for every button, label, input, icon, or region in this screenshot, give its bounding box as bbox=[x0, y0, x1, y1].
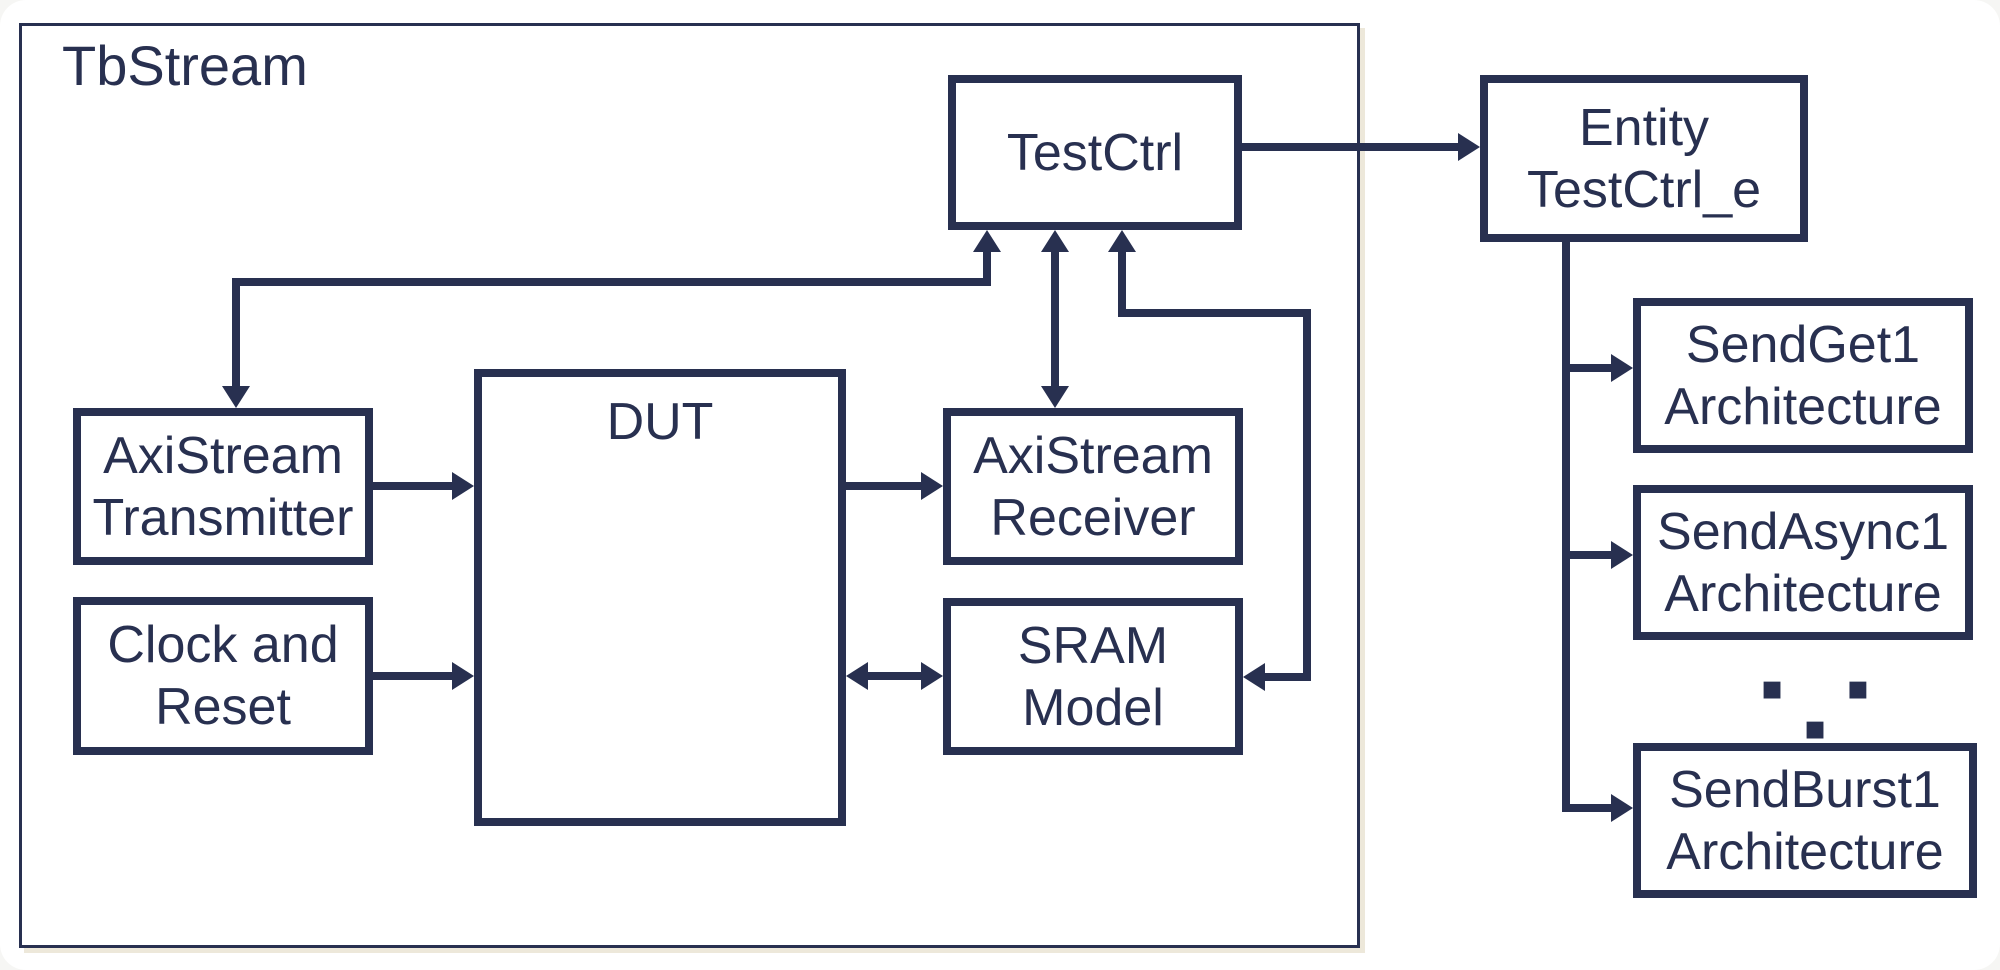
connector-testctrl-to-entity bbox=[1242, 143, 1458, 151]
connector-feedback-drop bbox=[232, 278, 240, 386]
node-clock-and-reset: Clock and Reset bbox=[73, 597, 373, 755]
connector-testctrl-receiver bbox=[1051, 252, 1059, 386]
node-sendasync1-line2: Architecture bbox=[1664, 564, 1942, 623]
connector-branch-sendget1 bbox=[1562, 364, 1611, 372]
connector-feedback-horizontal bbox=[232, 278, 991, 286]
connector-dut-sram bbox=[868, 672, 921, 680]
node-clock-line2: Reset bbox=[155, 678, 291, 736]
arrowhead-into-testctrl-middle bbox=[1041, 230, 1069, 252]
node-sram-line1: SRAM bbox=[1017, 616, 1169, 675]
connector-branch-sendburst1 bbox=[1562, 804, 1611, 812]
node-sram-model: SRAM Model bbox=[943, 598, 1243, 755]
node-entity-testctrl-e: Entity TestCtrl_e bbox=[1480, 75, 1808, 242]
connector-sram-path-riser bbox=[1118, 252, 1126, 317]
node-axistream-transmitter: AxiStream Transmitter bbox=[73, 408, 373, 565]
node-receiver-line2: Receiver bbox=[990, 488, 1196, 547]
arrowhead-into-sram-left bbox=[921, 662, 943, 690]
node-dut: DUT bbox=[474, 369, 846, 826]
arrowhead-into-testctrl-right bbox=[1108, 230, 1136, 252]
connector-sram-path-top bbox=[1118, 309, 1311, 317]
arrowhead-into-sendburst1 bbox=[1611, 794, 1633, 822]
node-sendasync1-line1: SendAsync1 bbox=[1657, 502, 1949, 561]
node-testctrl-label: TestCtrl bbox=[1006, 123, 1184, 182]
architecture-ellipsis: ▪ ▪ ▪ bbox=[1760, 668, 1896, 748]
connector-sram-path-bottom bbox=[1265, 673, 1311, 681]
connector-feedback-riser bbox=[983, 252, 991, 286]
node-dut-label: DUT bbox=[606, 393, 714, 451]
arrowhead-into-sendasync1 bbox=[1611, 541, 1633, 569]
node-axistream-receiver: AxiStream Receiver bbox=[943, 408, 1243, 565]
connector-dut-to-receiver bbox=[846, 482, 921, 490]
connector-clock-to-dut bbox=[373, 672, 452, 680]
node-receiver-line1: AxiStream bbox=[973, 426, 1213, 485]
arrowhead-into-entity bbox=[1458, 133, 1480, 161]
arrowhead-into-sendget1 bbox=[1611, 354, 1633, 382]
tbstream-container-box bbox=[19, 23, 1360, 948]
node-sendburst1-architecture: SendBurst1 Architecture bbox=[1633, 743, 1977, 898]
node-sendget1-architecture: SendGet1 Architecture bbox=[1633, 298, 1973, 453]
node-sendasync1-architecture: SendAsync1 Architecture bbox=[1633, 485, 1973, 640]
node-entity-line2: TestCtrl_e bbox=[1526, 160, 1762, 219]
arrowhead-into-testctrl-left bbox=[973, 230, 1001, 252]
node-transmitter-line1: AxiStream bbox=[103, 426, 343, 485]
arrowhead-into-dut-bottom bbox=[452, 662, 474, 690]
arrowhead-into-sram-right bbox=[1243, 663, 1265, 691]
node-sram-line2: Model bbox=[1022, 678, 1164, 737]
connector-entity-trunk bbox=[1562, 242, 1570, 812]
node-sendget1-line2: Architecture bbox=[1664, 377, 1942, 436]
arrowhead-into-receiver-left bbox=[921, 472, 943, 500]
tbstream-label: TbStream bbox=[62, 34, 308, 97]
arrowhead-into-dut-top bbox=[452, 472, 474, 500]
node-entity-line1: Entity bbox=[1578, 98, 1710, 157]
arrowhead-into-dut-right bbox=[846, 662, 868, 690]
node-transmitter-line2: Transmitter bbox=[92, 488, 354, 547]
arrowhead-into-transmitter bbox=[222, 386, 250, 408]
node-testctrl: TestCtrl bbox=[948, 75, 1242, 230]
node-clock-line1: Clock and bbox=[107, 616, 339, 674]
connector-transmitter-to-dut bbox=[373, 482, 452, 490]
arrowhead-into-receiver bbox=[1041, 386, 1069, 408]
node-sendburst1-line2: Architecture bbox=[1666, 822, 1944, 881]
connector-branch-sendasync1 bbox=[1562, 551, 1611, 559]
node-sendburst1-line1: SendBurst1 bbox=[1669, 760, 1941, 819]
connector-sram-path-drop bbox=[1303, 309, 1311, 681]
node-sendget1-line1: SendGet1 bbox=[1685, 315, 1921, 374]
